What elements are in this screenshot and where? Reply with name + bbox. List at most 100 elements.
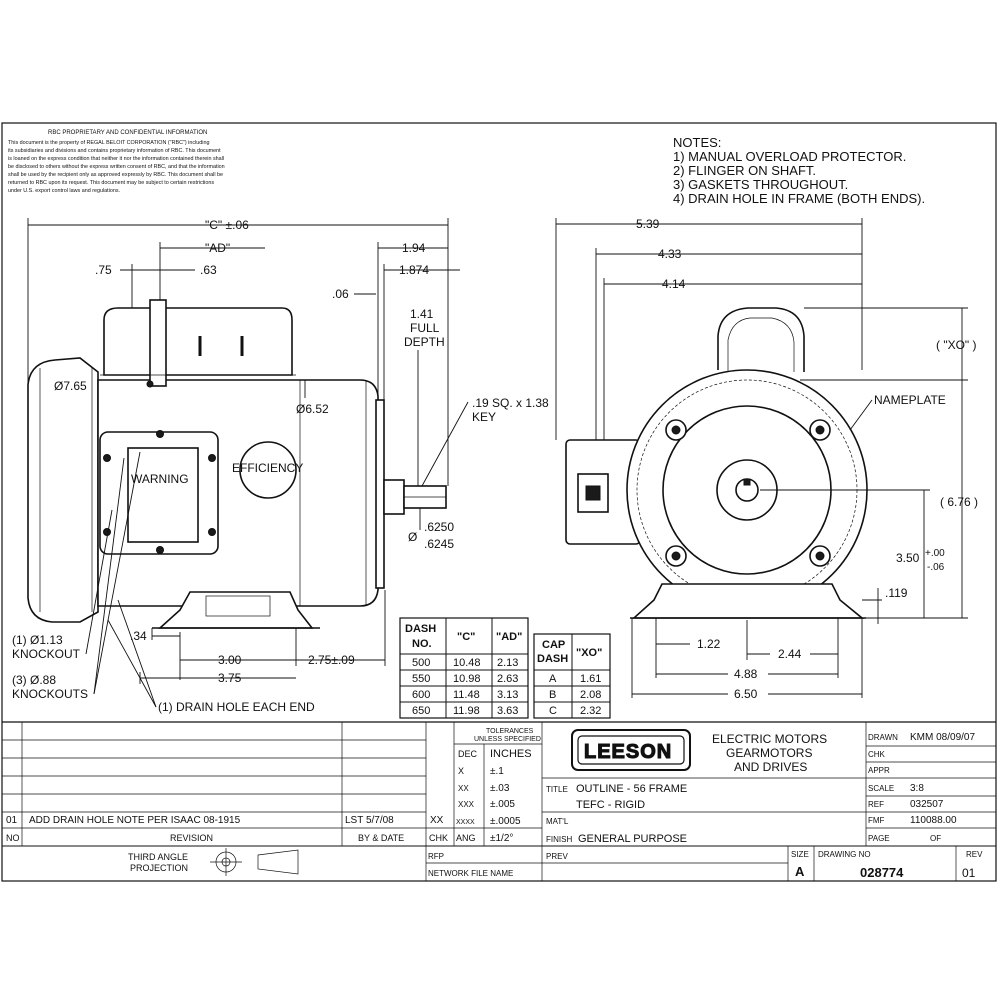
logo-text: LEESON (584, 741, 672, 763)
proprietary-line: under U.S. export control laws and regul… (8, 188, 120, 194)
revision-number: 01 (6, 815, 18, 826)
knockout-3-callout: (3) Ø.88 (12, 673, 56, 687)
page-label: PAGE (868, 834, 890, 843)
finish-value: GENERAL PURPOSE (578, 833, 687, 845)
proprietary-notice: RBC PROPRIETARY AND CONFIDENTIAL INFORMA… (8, 130, 225, 194)
leeson-logo (571, 729, 691, 771)
end-flange (375, 399, 385, 589)
drain-hole-callout: (1) DRAIN HOLE EACH END (158, 700, 315, 714)
shaft-dia-symbol: Ø (408, 530, 417, 544)
proprietary-line: shall be used by the recipient only as a… (8, 172, 223, 178)
dim-122: 1.22 (697, 637, 721, 651)
fan-cover (27, 357, 99, 623)
dim-350: 3.50 (896, 551, 920, 565)
tol-value: ±.0005 (490, 816, 521, 827)
warning-label (127, 447, 199, 543)
title-label: TITLE (546, 785, 568, 794)
of-label: OF (930, 834, 941, 843)
title-block: 01 ADD DRAIN HOLE NOTE PER ISAAC 08-1915… (2, 721, 996, 882)
notes-heading: NOTES: (673, 135, 721, 150)
tol-inches: INCHES (490, 748, 532, 760)
company-line: AND DRIVES (734, 760, 807, 774)
title-line-2: TEFC - RIGID (576, 799, 645, 811)
dash-cell: 10.48 (453, 657, 481, 669)
ref-value: 032507 (910, 799, 944, 810)
dim-xo: ( "XO" ) (936, 338, 977, 352)
cap-cell: 1.61 (580, 673, 601, 685)
drawing-no-label: DRAWING NO (818, 850, 871, 859)
mounting-foot-end (631, 583, 865, 619)
cap-col-xo: "XO" (576, 647, 602, 659)
proprietary-line: its subsidiaries and divisions and conta… (8, 148, 221, 154)
cap-col-header-sub: DASH (537, 653, 568, 665)
fmf-value: 110088.00 (910, 815, 957, 826)
scale-value: 3:8 (910, 783, 924, 794)
size-label: SIZE (791, 850, 809, 859)
dash-cell: 11.48 (453, 689, 480, 701)
tol-label: X (458, 766, 464, 776)
dash-cell: 11.98 (453, 705, 480, 717)
dim-650: 6.50 (734, 687, 758, 701)
proprietary-heading: RBC PROPRIETARY AND CONFIDENTIAL INFORMA… (48, 130, 207, 136)
dash-cell: 3.63 (497, 705, 518, 717)
dash-cell: 600 (412, 689, 430, 701)
note-item: 1) MANUAL OVERLOAD PROTECTOR. (673, 149, 906, 164)
dash-col-c: "C" (457, 631, 475, 643)
tolerance-heading-sub: UNLESS SPECIFIED (474, 736, 541, 743)
efficiency-label (239, 441, 297, 499)
chk-label: CHK (868, 750, 886, 759)
side-view: WARNING EFFICIENCY "C" ±.06 "AD" .75 .63… (12, 218, 549, 714)
cap-col-header: CAP (542, 639, 565, 651)
dash-col-ad: "AD" (496, 631, 522, 643)
tol-label: XXX (458, 800, 475, 809)
capacitor-end (717, 307, 805, 372)
tol-ang: ANG (456, 833, 476, 843)
cap-cell: B (549, 689, 556, 701)
col-by-date: BY & DATE (358, 833, 404, 843)
dash-cell: 500 (412, 657, 430, 669)
fmf-label: FMF (868, 816, 885, 825)
rev-label: REV (966, 850, 983, 859)
ref-label: REF (868, 800, 884, 809)
proprietary-line: is loaned on the express condition that … (8, 156, 224, 162)
knockout-1-callout-label: KNOCKOUT (12, 647, 81, 661)
dim-375: 3.75 (218, 671, 242, 685)
dash-table: DASH NO. "C" "AD" 500 10.48 2.13 550 10.… (399, 617, 529, 719)
cap-table: CAP DASH "XO" A 1.61 B 2.08 C 2.32 (533, 633, 611, 719)
tol-label: XXXX (456, 819, 475, 826)
proprietary-line: returned to RBC upon its request. This d… (8, 180, 214, 186)
dim-006: .06 (332, 287, 349, 301)
tol-label: XX (458, 784, 469, 793)
col-chk: CHK (429, 833, 448, 843)
network-file-label: NETWORK FILE NAME (428, 869, 513, 878)
revision-description: ADD DRAIN HOLE NOTE PER ISAAC 08-1915 (29, 815, 241, 826)
dim-488: 4.88 (734, 667, 758, 681)
note-item: 2) FLINGER ON SHAFT. (673, 163, 816, 178)
dash-cell: 550 (412, 673, 430, 685)
warning-text: WARNING (131, 472, 189, 486)
dash-cell: 10.98 (453, 673, 481, 685)
dim-539: 5.39 (636, 217, 660, 231)
dim-c: "C" ±.06 (205, 218, 249, 232)
col-revision: REVISION (170, 833, 213, 843)
rfp-label: RFP (428, 852, 444, 861)
notes: NOTES: 1) MANUAL OVERLOAD PROTECTOR. 2) … (673, 135, 925, 206)
tolerance-heading: TOLERANCES (486, 728, 534, 735)
dim-676: ( 6.76 ) (940, 495, 978, 509)
cap-cell: A (549, 673, 557, 685)
tol-value: ±.03 (490, 783, 510, 794)
note-item: 3) GASKETS THROUGHOUT. (673, 177, 848, 192)
knockout-3-callout-label: KNOCKOUTS (12, 687, 88, 701)
cap-cell: C (549, 705, 557, 717)
material-label: MAT'L (546, 817, 569, 826)
size-value: A (795, 864, 805, 879)
dim-063: .63 (200, 263, 217, 277)
dim-shaft-min: .6245 (424, 537, 454, 551)
col-no: NO (6, 833, 20, 843)
proprietary-line: This document is the property of REGAL B… (8, 140, 209, 146)
dim-300: 3.00 (218, 653, 242, 667)
cap-cell: 2.32 (580, 705, 601, 717)
appr-label: APPR (868, 766, 890, 775)
dim-275: 2.75±.09 (308, 653, 355, 667)
dash-cell: 650 (412, 705, 430, 717)
